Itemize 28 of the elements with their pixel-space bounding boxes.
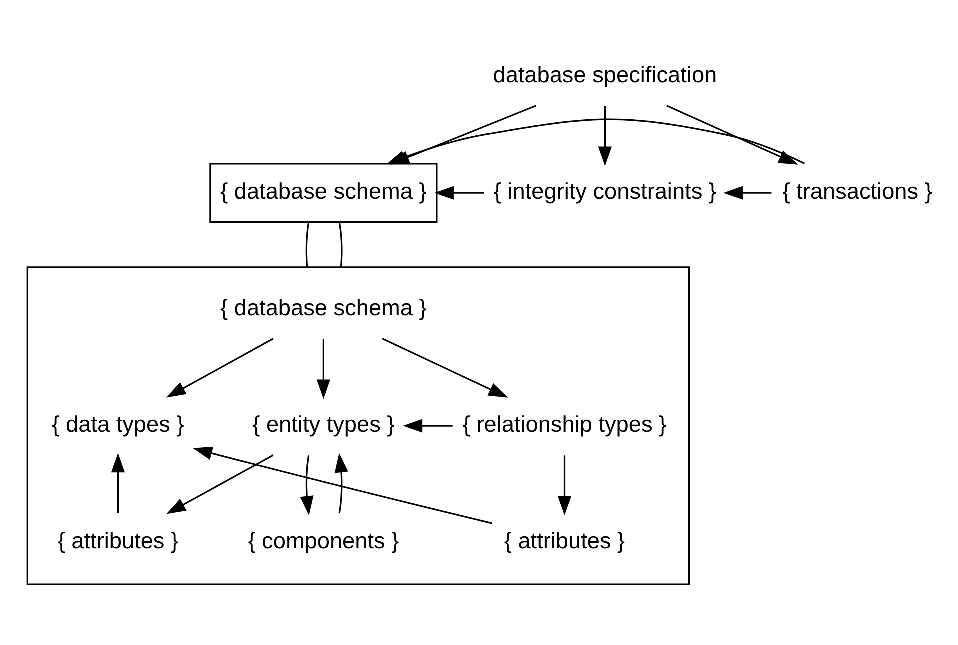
node-text: { database schema } xyxy=(220,296,427,321)
arrow xyxy=(166,454,274,514)
node-text: { entity types } xyxy=(252,412,395,438)
arrow xyxy=(558,456,572,516)
connector xyxy=(306,222,310,268)
arrow xyxy=(403,419,453,433)
arrow xyxy=(382,338,508,398)
cluster xyxy=(26,266,690,586)
arrow xyxy=(111,453,126,514)
arrow xyxy=(334,453,348,514)
arrow xyxy=(598,106,612,166)
arrow xyxy=(193,446,493,524)
arrow xyxy=(300,456,314,516)
arrow xyxy=(724,186,772,200)
node-box: { database schema } xyxy=(210,163,438,223)
node-text: { integrity constraints } xyxy=(494,179,716,204)
node-text: database specification xyxy=(493,62,718,88)
connector xyxy=(338,222,343,268)
arrow xyxy=(666,105,798,165)
arrow xyxy=(166,338,274,398)
node-text: { data types } xyxy=(52,412,184,438)
arrow xyxy=(316,339,330,400)
node-text: { attributes } xyxy=(504,528,626,554)
node-text: { attributes } xyxy=(58,528,179,554)
node-text: { transactions } xyxy=(782,179,932,204)
node-text: { components } xyxy=(248,528,400,554)
arrow xyxy=(434,186,484,200)
node-text: { relationship types } xyxy=(462,412,667,438)
